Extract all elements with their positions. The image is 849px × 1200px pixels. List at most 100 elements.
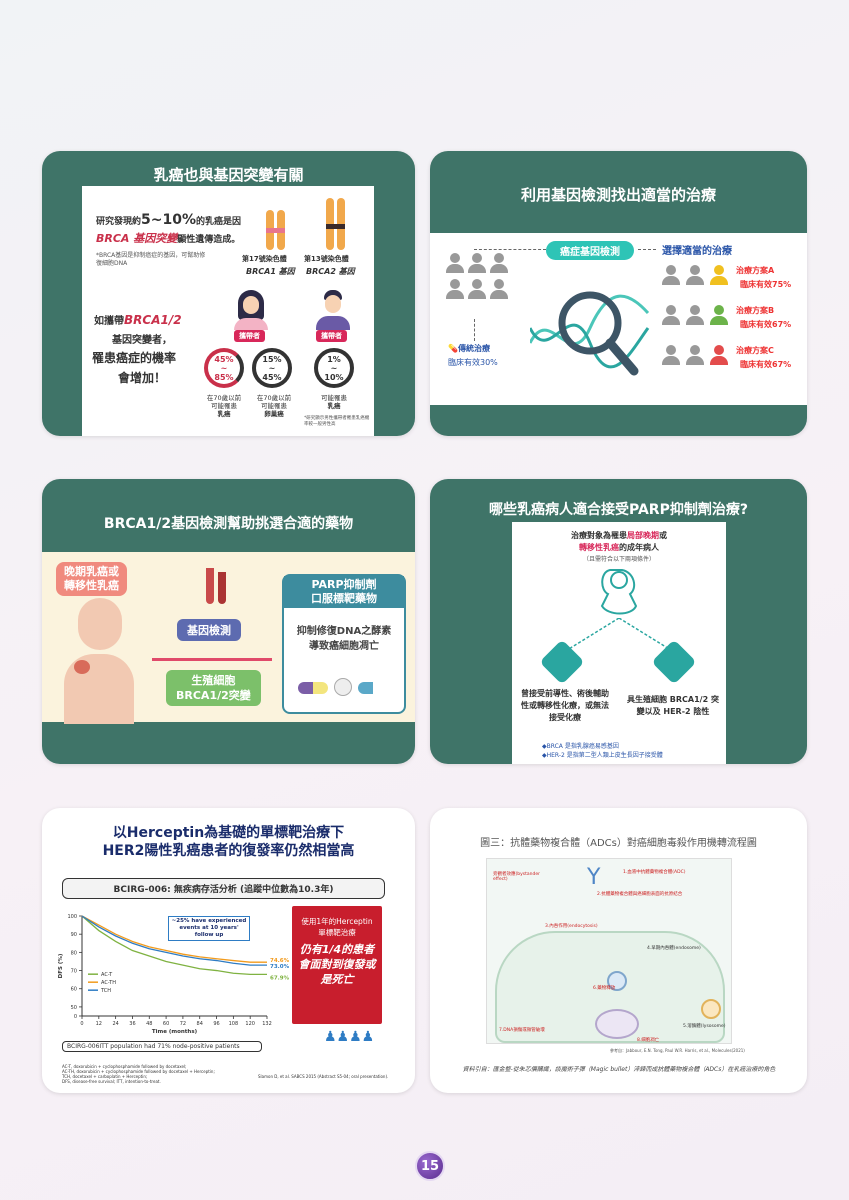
chromosome-17-icon [260, 210, 292, 250]
male-footnote: *研究顯示男性攜帶者罹患乳癌機率較一般男性高 [304, 416, 370, 427]
adc-step-4: 4.早期內吞體(endosome) [647, 946, 701, 951]
endosome-icon [607, 971, 627, 991]
card-title: 哪些乳癌病人適合接受PARP抑制劑治療? [489, 502, 748, 518]
legend-label-tch: TCH [100, 988, 111, 994]
caption-ovarian: 在70歲以前可能罹患卵巢癌 [256, 394, 292, 418]
herceptin-title-2: HER2陽性乳癌患者的復發率仍然相當高 [102, 843, 355, 859]
carrier-badge-male: 攜帶者 [316, 330, 347, 342]
series-line-ac-t [81, 915, 267, 976]
article-credit: 資料引自：匯金整-從朱芯價購識，談魔術子彈（Magic bullet）淬鍊而成抗… [462, 1066, 776, 1073]
plan-b-rate: 臨床有效67% [740, 320, 792, 329]
y-tick-label: 80 [71, 950, 77, 956]
y-tick-label: 50 [71, 1005, 77, 1011]
card-title: BRCA1/2基因檢測幫助挑選合適的藥物 [103, 516, 354, 532]
card-brca-test-drug: BRCA1/2基因檢測幫助挑選合適的藥物 晚期乳癌或轉移性乳癌 基因檢測 生殖細… [42, 479, 415, 764]
card-parp-eligibility: 哪些乳癌病人適合接受PARP抑制劑治療? 治療對象為罹患局部晚期或 轉移性乳癌的… [430, 479, 807, 764]
adc-step-7: 7.DNA損傷或微管破壞 [499, 1028, 545, 1033]
end-label-tch: 73.0% [270, 964, 290, 970]
intro-percentage: 5~10% [141, 212, 196, 228]
series-line-tch [81, 915, 267, 966]
target-line-2: 轉移性乳癌的成年病人 [579, 543, 659, 552]
y-tick-label: 0 [74, 1014, 77, 1020]
x-tick-label: 96 [213, 1021, 219, 1027]
intro-line-1: 研究發現約5~10%的乳癌是因 [96, 212, 242, 228]
citation: Slamon D, et al. SABCS 2015 (Abstract S5… [258, 1074, 389, 1079]
end-label-ac-t: 67.9% [270, 975, 290, 981]
brca-note: *BRCA基因是抑制癌症的基因，可幫助修復細胞DNA [96, 252, 206, 267]
legend-label-ac-th: AC-TH [101, 980, 116, 986]
if-carrier-line-2: 基因突變者， [112, 335, 172, 346]
chr17-label: 第17號染色體 [242, 255, 287, 263]
y-tick-label: 100 [67, 914, 77, 920]
inhibit-text: 抑制修復DNA之酵素導致癌細胞凋亡 [296, 626, 392, 652]
pills-icon [298, 676, 394, 700]
x-tick-label: 36 [129, 1021, 135, 1027]
treatment-panel: 癌症基因檢測 選擇適當的治療 💊傳統治療 臨床有效30% 治療方案A 臨床有效7… [430, 233, 807, 405]
card-herceptin-recurrence: 以Herceptin為基礎的單標靶治療下 HER2陽性乳癌患者的復發率仍然相當高… [42, 808, 415, 1093]
x-tick-label: 12 [96, 1021, 102, 1027]
x-tick-label: 108 [229, 1021, 239, 1027]
target-line-1: 治療對象為罹患局部晚期或 [571, 531, 667, 540]
adc-step-1: 1.血液中抗體藥物複合體(ADC) [623, 870, 686, 875]
dashed-connector [474, 249, 546, 250]
plan-c-row: 治療方案C 臨床有效67% [662, 345, 806, 379]
gene-test-box: 基因檢測 [177, 619, 241, 641]
branch-lines [563, 618, 675, 653]
pill-icon: 💊 [448, 344, 458, 353]
chromosome-13-icon [320, 198, 352, 250]
x-tick-label: 60 [163, 1021, 169, 1027]
legend-label-ac-t: AC-T [101, 972, 113, 978]
condition-1: 曾接受前導性、術後輔助性或轉移性化療，或無法接受化療 [521, 689, 609, 722]
plan-b-row: 治療方案B 臨床有效67% [662, 305, 806, 339]
diagram-source: 參考自：Jabbour, E.N. Tong, Paul W.R. Harris… [610, 1048, 745, 1053]
eligibility-panel: 治療對象為罹患局部晚期或 轉移性乳癌的成年病人 （且需符合以下兩項條件） 曾接受… [512, 522, 726, 764]
x-axis-label: Time (months) [152, 1029, 198, 1035]
parp-box: PARP抑制劑口服標靶藥物 抑制修復DNA之酵素導致癌細胞凋亡 [282, 574, 406, 714]
end-label-ac-th: 74.6% [270, 958, 290, 964]
footnote-brca: ◆BRCA 是指乳腺癌易感基因 [542, 743, 619, 750]
red-conclusion-box: 使用1年的Herceptin 單標靶治療 仍有1/4的患者會面對到復發或是死亡 [292, 906, 382, 1024]
card-title: 乳癌也與基因突變有關 [153, 166, 304, 184]
traditional-rate: 臨床有效30% [448, 358, 498, 367]
if-carrier-line-1: 如攜帶BRCA1/2 [94, 313, 182, 327]
woman-outline-icon [592, 566, 646, 622]
bystander-label: 旁觀者效應(bystander effect) [493, 872, 540, 882]
antibody-icon: Y [587, 865, 601, 890]
adc-step-3: 3.內吞作用(endocytosis) [545, 924, 598, 929]
x-tick-label: 0 [80, 1021, 83, 1027]
card-title: 利用基因檢測找出適當的治療 [520, 186, 716, 204]
lysosome-icon [701, 999, 721, 1019]
plan-a-row: 治療方案A 臨床有效75% [662, 265, 806, 299]
adc-step-5: 5.溶酶體(lysosome) [683, 1024, 726, 1029]
study-header: BCIRG-006: 無疾病存活分析 (追蹤中位數為10.3年) [62, 878, 385, 899]
traditional-label: 💊傳統治療 [448, 344, 490, 353]
plan-a-rate: 臨床有效75% [740, 280, 792, 289]
adc-diagram: Y 1.血液中抗體藥物複合體(ADC) 2.抗體藥物複合體與癌細胞表面的抗原結合… [486, 858, 732, 1044]
arrow-to-parp [152, 658, 272, 661]
y-tick-label: 60 [71, 987, 77, 993]
adc-step-2: 2.抗體藥物複合體與癌細胞表面的抗原結合 [597, 892, 683, 897]
x-tick-label: 72 [180, 1021, 186, 1027]
x-tick-label: 24 [112, 1021, 118, 1027]
brca2-label: BRCA2 基因 [306, 267, 355, 276]
patient-group-icon [446, 253, 516, 313]
x-tick-label: 48 [146, 1021, 152, 1027]
adc-step-6: 6.藥物釋放 [593, 986, 616, 991]
brca1-label: BRCA1 基因 [246, 267, 295, 276]
card-adc-mechanism: 圖三：抗體藥物複合體（ADCs）對癌細胞毒殺作用機轉流程圖 Y 1.血液中抗體藥… [430, 808, 807, 1093]
abbreviations: AC-T, doxorubicin + cyclophosphamide fol… [62, 1064, 215, 1084]
adc-step-8: 8.細胞凋亡 [637, 1038, 660, 1043]
dna-magnifier-icon [528, 273, 650, 383]
itt-footer: BCIRG-006ITT population had 71% node-pos… [62, 1041, 262, 1052]
plan-b-label: 治療方案B [736, 306, 775, 315]
carrier-badge-female: 攜帶者 [234, 330, 265, 342]
x-tick-label: 132 [262, 1021, 272, 1027]
x-tick-label: 84 [197, 1021, 203, 1027]
brca-panel: 研究發現約5~10%的乳癌是因 BRCA 基因突變顯性遺傳造成。 *BRCA基因… [82, 186, 374, 436]
page-number-badge: 15 [415, 1151, 445, 1181]
card-gene-test-treatment: 利用基因檢測找出適當的治療 癌症基因檢測 選擇適當的治療 💊傳統治療 [430, 151, 807, 436]
caption-male: 可能罹患乳癌 [321, 394, 347, 410]
